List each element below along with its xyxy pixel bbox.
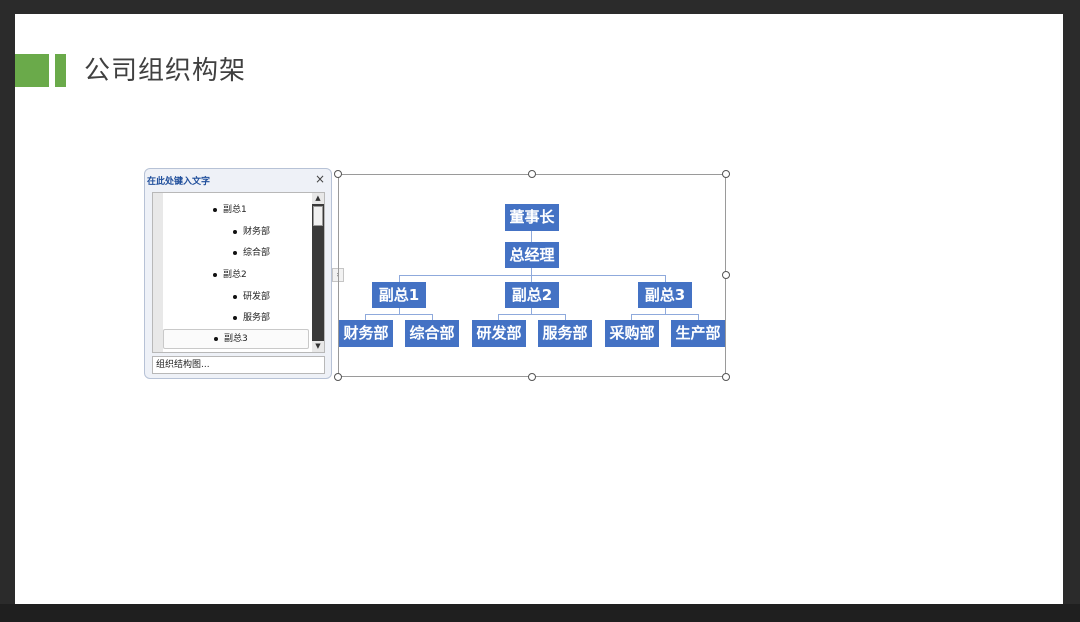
connector-line (531, 231, 532, 242)
org-node-chairman[interactable]: 董事长 (505, 204, 559, 231)
connector-line (665, 275, 666, 282)
title-accent-stripe (55, 54, 66, 87)
bullet-icon (233, 315, 237, 320)
resize-handle-bottom[interactable] (528, 373, 536, 381)
scroll-thumb[interactable] (313, 206, 323, 226)
bullet-icon (213, 272, 217, 277)
list-item-label: 财务部 (243, 227, 271, 237)
text-pane-footer-link[interactable]: 组织结构图... (152, 356, 325, 374)
resize-handle-bottom-left[interactable] (334, 373, 342, 381)
resize-handle-top-right[interactable] (722, 170, 730, 178)
list-item-label: 研发部 (243, 292, 271, 302)
connector-line (531, 268, 532, 276)
list-item[interactable]: 综合部 (233, 247, 270, 259)
list-item-label: 副总2 (223, 270, 247, 280)
org-node-vp-2[interactable]: 副总2 (505, 282, 559, 308)
connector-line (399, 275, 665, 276)
connector-line (665, 308, 666, 315)
list-item[interactable]: 服务部 (233, 312, 270, 324)
scroll-down-icon[interactable]: ▼ (312, 341, 324, 352)
connector-line (698, 314, 699, 320)
org-node-general-manager[interactable]: 总经理 (505, 242, 559, 268)
resize-handle-bottom-right[interactable] (722, 373, 730, 381)
connector-line (399, 275, 400, 282)
bullet-icon (233, 294, 237, 299)
connector-line (631, 314, 632, 320)
bullet-icon (233, 229, 237, 234)
list-item[interactable]: 研发部 (233, 291, 270, 303)
resize-handle-right[interactable] (722, 271, 730, 279)
org-node-dept[interactable]: 综合部 (405, 320, 459, 347)
close-icon[interactable]: × (314, 172, 325, 186)
org-node-dept[interactable]: 采购部 (605, 320, 659, 347)
list-item[interactable]: 副总2 (213, 269, 247, 281)
bullet-icon (233, 250, 237, 255)
org-node-vp-1[interactable]: 副总1 (372, 282, 426, 308)
connector-line (365, 314, 432, 315)
connector-line (365, 314, 366, 320)
org-node-dept[interactable]: 研发部 (472, 320, 526, 347)
connector-line (432, 314, 433, 320)
smartart-text-pane[interactable]: 在此处键入文字 × 副总1 财务部 综合部 副总2 研发部 服务部 副总3 ▲ … (144, 168, 332, 379)
resize-handle-top-left[interactable] (334, 170, 342, 178)
connector-line (565, 314, 566, 320)
text-pane-scrollbar[interactable]: ▲ ▼ (312, 193, 324, 352)
list-item[interactable]: 副总1 (213, 204, 247, 216)
connector-line (498, 314, 565, 315)
connector-line (631, 314, 698, 315)
bullet-icon (214, 336, 218, 341)
slide-title[interactable]: 公司组织构架 (84, 56, 247, 86)
org-node-vp-3[interactable]: 副总3 (638, 282, 692, 308)
status-strip (0, 604, 1080, 622)
org-node-dept[interactable]: 生产部 (671, 320, 725, 347)
list-item-label: 综合部 (243, 248, 271, 258)
org-node-dept[interactable]: 服务部 (538, 320, 592, 347)
resize-handle-top[interactable] (528, 170, 536, 178)
list-item-label: 服务部 (243, 313, 271, 323)
list-item[interactable]: 财务部 (233, 226, 270, 238)
title-accent-block (15, 54, 49, 87)
scroll-up-icon[interactable]: ▲ (312, 193, 324, 204)
list-item-label: 副总1 (223, 205, 247, 215)
connector-line (531, 275, 532, 282)
text-pane-header: 在此处键入文字 (147, 177, 211, 187)
text-pane-list[interactable]: 副总1 财务部 综合部 副总2 研发部 服务部 副总3 ▲ ▼ (152, 192, 325, 353)
text-pane-gutter (153, 193, 163, 352)
list-item-selected[interactable]: 副总3 (163, 329, 309, 349)
bullet-icon (213, 207, 217, 212)
connector-line (498, 314, 499, 320)
connector-line (399, 308, 400, 315)
connector-line (531, 308, 532, 315)
list-item-label: 副总3 (224, 334, 248, 344)
org-node-dept[interactable]: 财务部 (339, 320, 393, 347)
